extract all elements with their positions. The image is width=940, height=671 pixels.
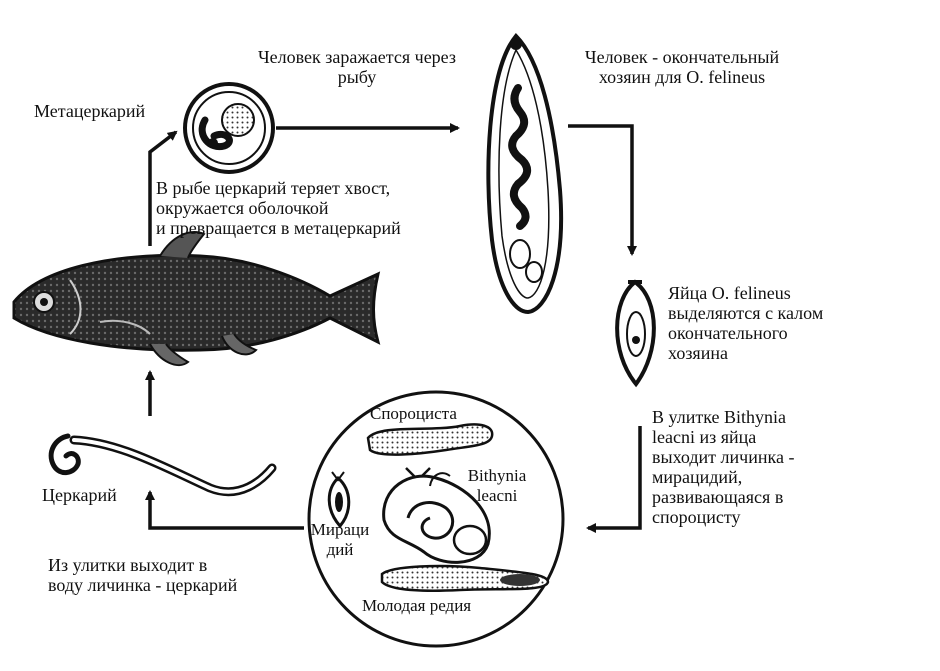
sporocyst-shape xyxy=(366,423,494,456)
miracidium-label: Мираци дий xyxy=(300,520,380,560)
redia-shape xyxy=(380,564,550,592)
snail-host-circle xyxy=(307,390,565,648)
definitive-host-label: Человек - окончательный хозяин для O. fe… xyxy=(552,47,812,87)
cercaria-larva xyxy=(48,433,277,497)
fish-stage-line: В рыбе церкарий теряет хвост, xyxy=(156,178,391,198)
cercaria-exit-line: Из улитки выходит в xyxy=(48,555,208,575)
snail-stage-line: выходит личинка - xyxy=(652,447,795,467)
arrow-fish-to-metacercaria xyxy=(148,130,178,246)
eggs-label: Яйца O. felineus выделяются с калом окон… xyxy=(668,283,823,363)
arrow-human-to-egg xyxy=(568,124,637,256)
metacercaria-cyst xyxy=(183,82,275,174)
miracidium-line: дий xyxy=(326,540,354,559)
cycle-arrows xyxy=(145,123,642,533)
cercaria-label: Церкарий xyxy=(42,485,117,505)
infection-line: рыбу xyxy=(337,67,377,87)
fish-stage-line: окружается оболочкой xyxy=(156,198,329,218)
eggs-line: Яйца O. felineus xyxy=(668,283,791,303)
fluke-egg xyxy=(615,279,656,388)
snail-stage-line: спороцисту xyxy=(652,507,741,527)
fish-stage-label: В рыбе церкарий теряет хвост, окружается… xyxy=(156,178,401,238)
snail-stage-line: leacni из яйца xyxy=(652,427,757,447)
miracidium-line: Мираци xyxy=(310,520,370,539)
snail-stage-label: В улитке Bithynia leacni из яйца выходит… xyxy=(652,407,794,527)
sporocyst-label: Спороциста xyxy=(370,404,457,423)
redia-label: Молодая редия xyxy=(362,596,472,615)
cercaria-exit-label: Из улитки выходит в воду личинка - церка… xyxy=(48,555,237,595)
eggs-line: хозяина xyxy=(668,343,728,363)
arrow-egg-to-snail xyxy=(586,426,642,533)
snail-stage-line: развивающаяся в xyxy=(652,487,784,507)
adult-fluke xyxy=(486,33,563,315)
snail-name-line: leacni xyxy=(476,486,518,505)
infection-line: Человек заражается через xyxy=(257,47,457,67)
infection-label: Человек заражается через рыбу xyxy=(222,47,492,87)
snail-stage-line: В улитке Bithynia xyxy=(652,407,786,427)
fish xyxy=(12,231,381,367)
definitive-host-line: хозяин для O. felineus xyxy=(598,67,766,87)
definitive-host-line: Человек - окончательный xyxy=(584,47,780,67)
fish-stage-line: и превращается в метацеркарий xyxy=(156,218,401,238)
snail-name-line: Bithynia xyxy=(467,466,527,485)
arrow-snail-to-cercaria xyxy=(145,490,304,530)
cercaria-exit-line: воду личинка - церкарий xyxy=(48,575,238,595)
metacercaria-label: Метацеркарий xyxy=(34,101,146,121)
snail-shell xyxy=(382,467,491,564)
snail-name-label: Bithynia leacni xyxy=(452,466,542,506)
snail-stage-line: мирацидий, xyxy=(652,467,743,487)
eggs-line: окончательного xyxy=(668,323,788,343)
eggs-line: выделяются с калом xyxy=(668,303,824,323)
